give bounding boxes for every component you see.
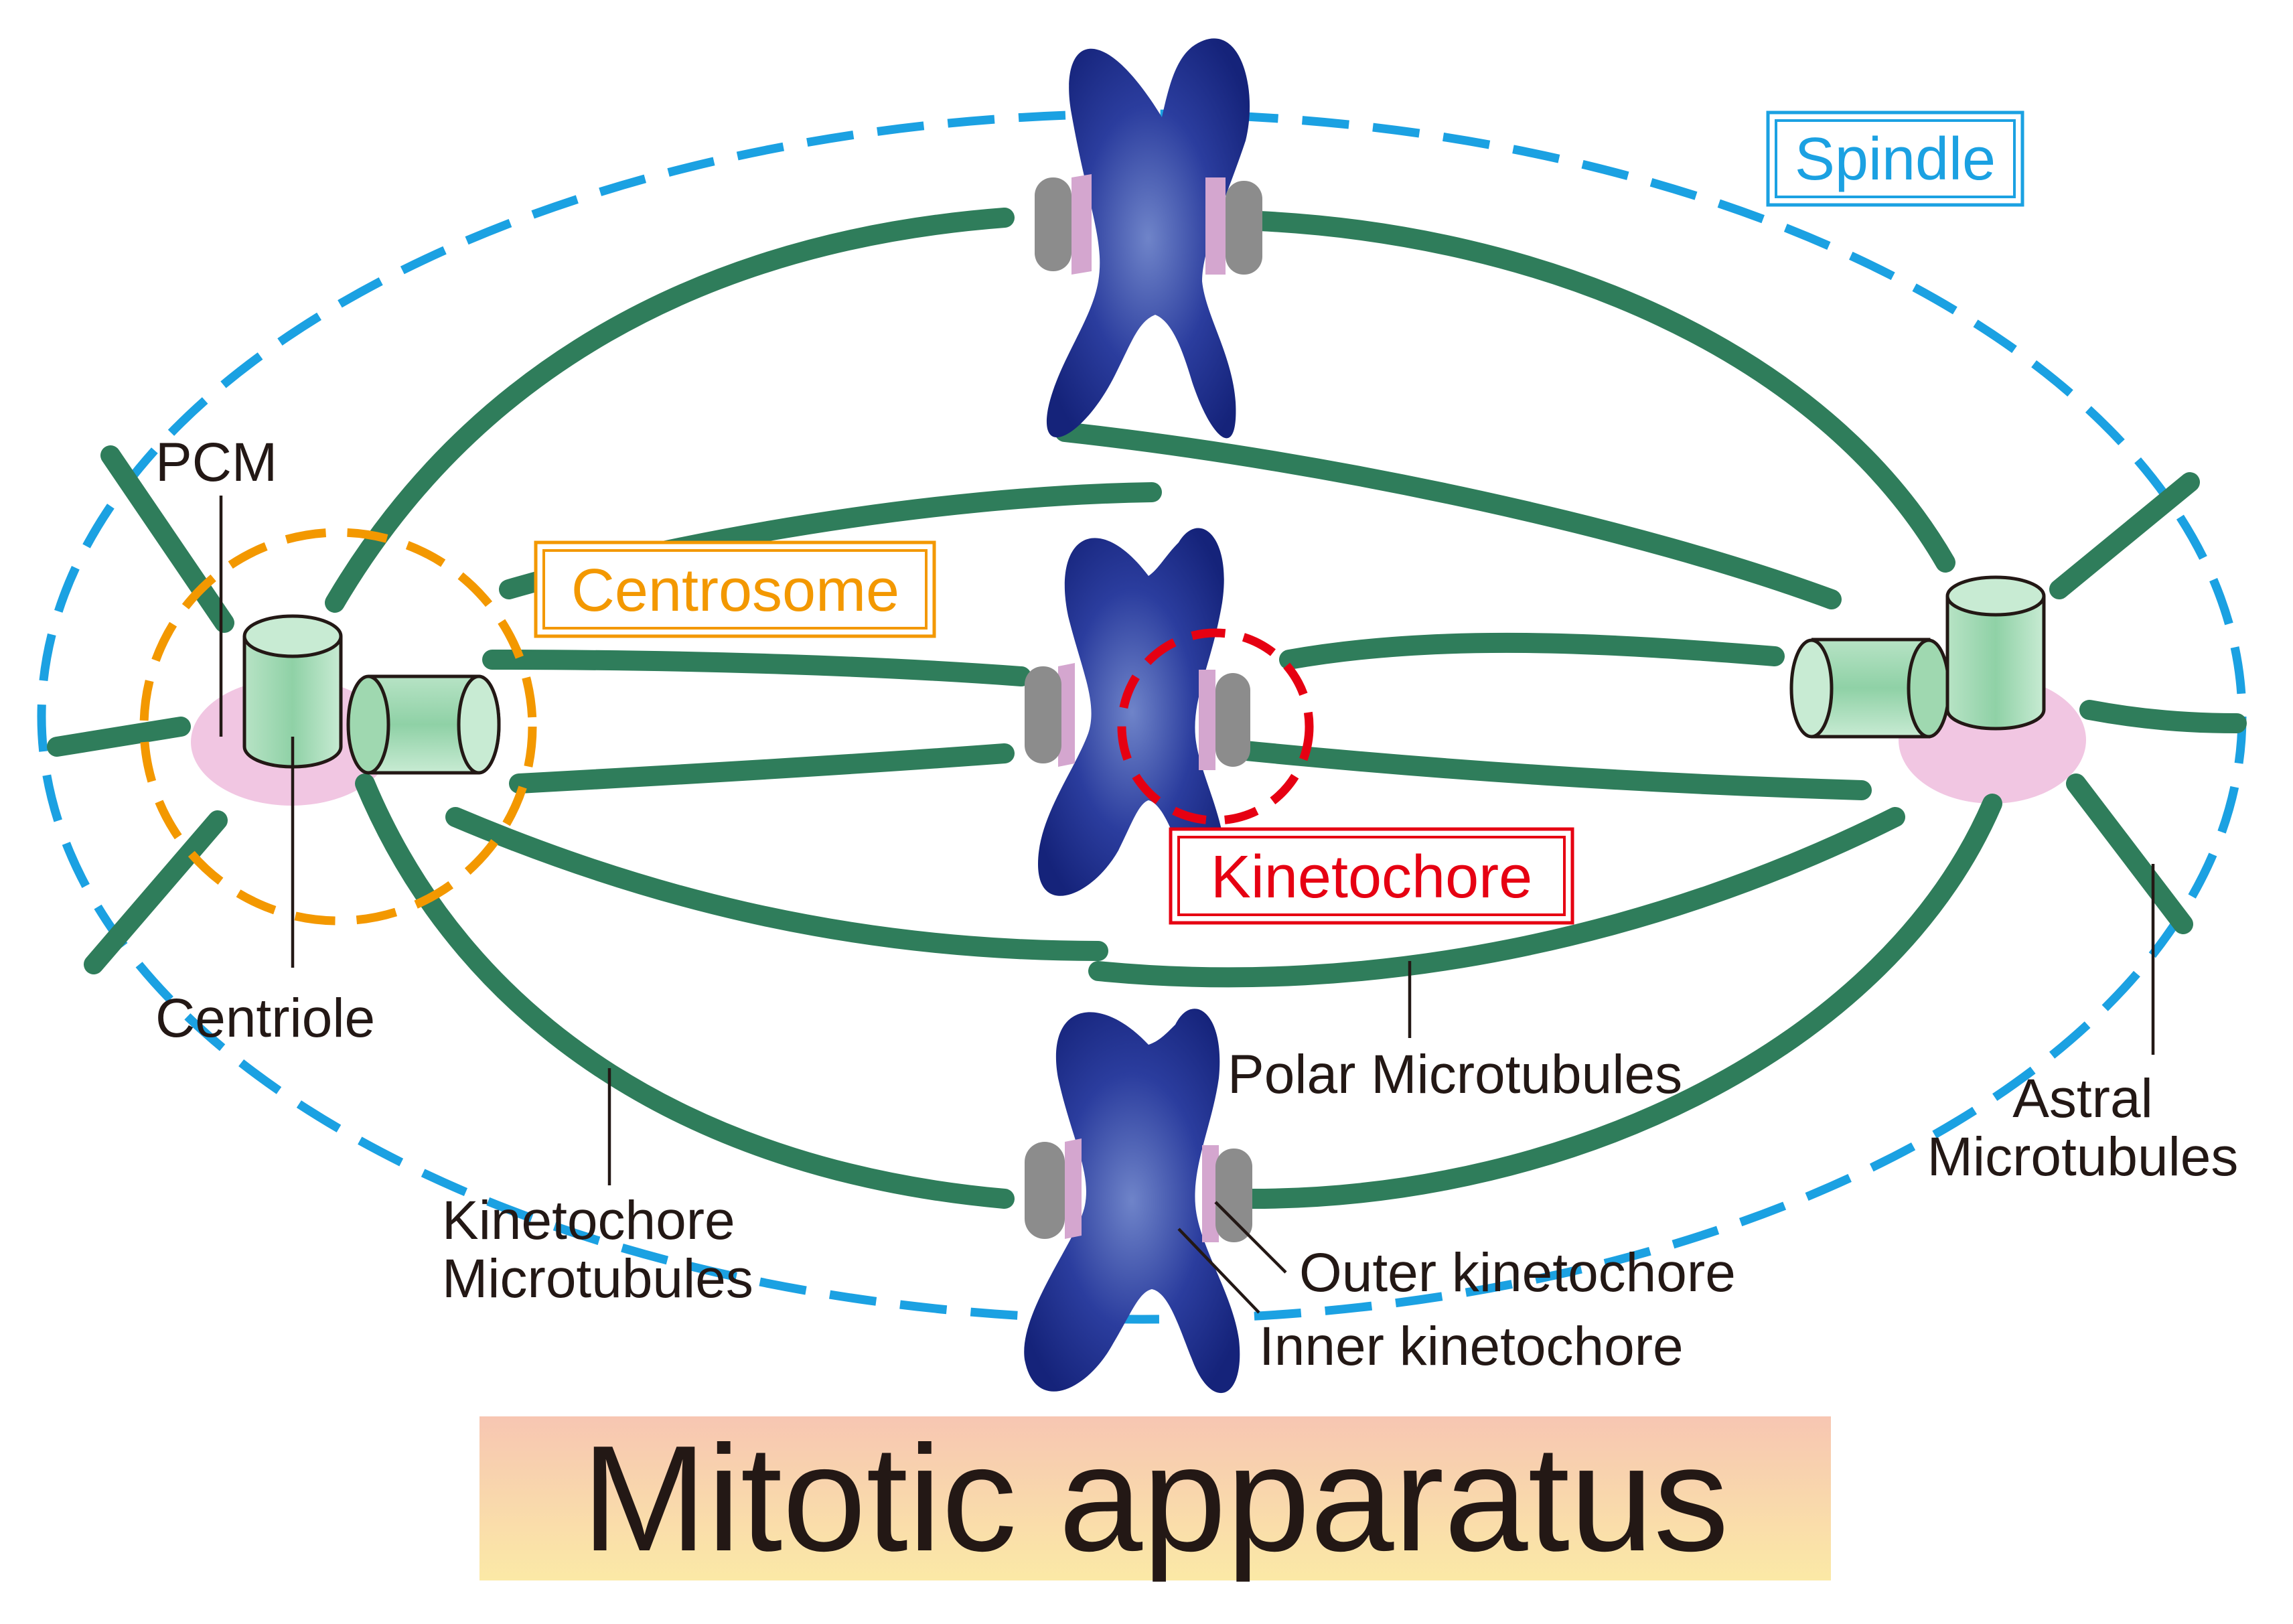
kinetochore-microtubules-label-line2: Microtubules [442, 1248, 753, 1309]
astral-microtubule [47, 717, 191, 757]
kinetochore-microtubule [1249, 211, 1955, 573]
chromosome-top [1035, 38, 1262, 439]
title-band [479, 1416, 1831, 1580]
polar-microtubule [445, 807, 1108, 961]
astral-microtubules-label-line1: Astral [2012, 1068, 2153, 1129]
outer-kinetochore-leader [1214, 1201, 1287, 1274]
kinetochore-microtubule [1242, 794, 2002, 1209]
kinetochore-label: Kinetochore [1211, 844, 1532, 911]
inner-kinetochore-label: Inner kinetochore [1259, 1316, 1684, 1377]
astral-microtubule [100, 445, 234, 633]
kinetochore-microtubule [482, 650, 1031, 686]
kinetochore-microtubule [355, 773, 1015, 1209]
polar-microtubule [1055, 422, 1842, 609]
centrosome-label: Centrosome [571, 557, 899, 624]
kinetochore-microtubule [325, 208, 1015, 613]
polar-microtubule [1088, 807, 1905, 988]
polar-microtubules-label: Polar Microtubules [1228, 1044, 1682, 1105]
leader-lines [219, 496, 2155, 1314]
centriole-right-vertical [1945, 575, 2046, 731]
astral-microtubule [84, 810, 228, 974]
outer-kinetochore-label: Outer kinetochore [1299, 1242, 1736, 1303]
chromosome-bottom [1024, 1009, 1252, 1394]
inner-kinetochore-leader [1177, 1228, 1260, 1314]
centrosome-outline [139, 528, 537, 926]
kinetochore-microtubule [1229, 740, 1872, 800]
kinetochore-label-box: Kinetochore [1169, 827, 1574, 925]
spindle-label-box: Spindle [1766, 110, 2024, 207]
astral-microtubule [2049, 472, 2200, 599]
centrosome-label-box: Centrosome [534, 540, 936, 638]
astral-microtubules-label-line2: Microtubules [1927, 1126, 2239, 1187]
astral-microtubule [2079, 700, 2247, 733]
spindle-label: Spindle [1795, 126, 1996, 193]
centriole-left-horizontal [346, 674, 501, 775]
astral-microtubule [2066, 773, 2193, 934]
kinetochore-outline [1117, 628, 1314, 825]
kinetochore-microtubule [509, 743, 1015, 794]
kinetochore-microtubule [1279, 632, 1785, 670]
centriole-right-horizontal [1789, 638, 1951, 739]
centriole-label: Centriole [155, 988, 375, 1049]
chromosome-middle [1025, 528, 1250, 896]
diagram-title: Mitotic apparatus [581, 1414, 1728, 1582]
pcm-label: PCM [155, 432, 277, 493]
centriole-left-vertical [242, 614, 343, 769]
kinetochore-microtubules-label-line1: Kinetochore [442, 1190, 735, 1251]
